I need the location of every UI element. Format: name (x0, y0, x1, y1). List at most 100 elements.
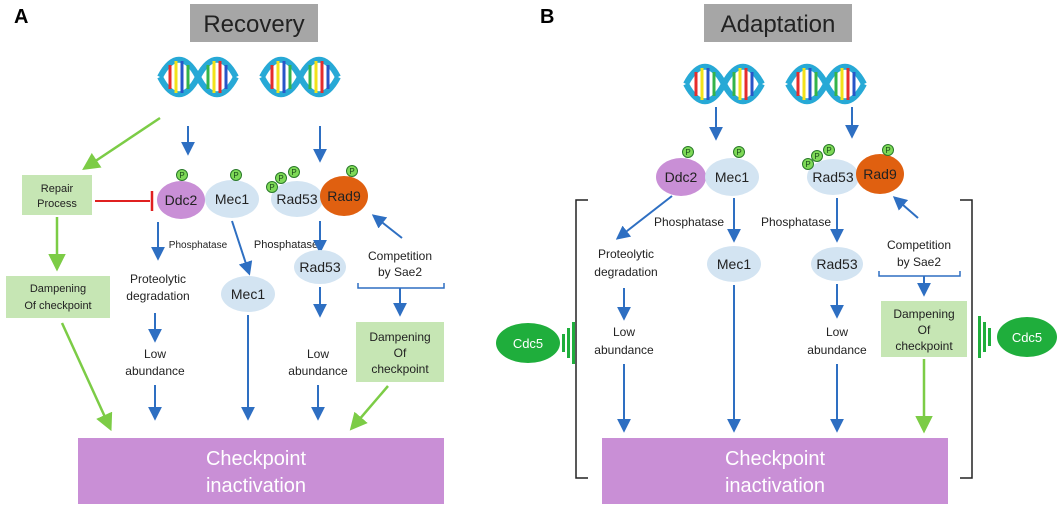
competition-label: Competition (368, 249, 432, 263)
phosphate-label: P (805, 160, 810, 169)
rad53-free-label: Rad53 (299, 259, 340, 275)
rad9-label: Rad9 (327, 188, 361, 204)
dampening-box-b (881, 301, 967, 357)
by-sae2-label: by Sae2 (378, 265, 422, 279)
mec1-label-b: Mec1 (715, 169, 749, 185)
dampening-left-label-2: Of checkpoint (24, 300, 91, 312)
low-label-b2: Low (826, 325, 848, 339)
panel-b-title: Adaptation (721, 11, 836, 38)
panel-a-title-box (190, 4, 318, 42)
phosphatase-label-a2: Phosphatase (254, 239, 318, 251)
rad53-label: Rad53 (276, 191, 317, 207)
phosphatase-label-a1: Phosphatase (169, 240, 228, 251)
dampening-label-b1: Dampening (893, 307, 954, 321)
cdc5-right-node (997, 317, 1057, 357)
checkpoint-label-b: Checkpoint (725, 448, 826, 470)
phosphate-label: P (291, 168, 296, 177)
ddc2-label-b: Ddc2 (665, 169, 698, 185)
mec1-label: Mec1 (215, 191, 249, 207)
phosphatase-label-b2: Phosphatase (761, 215, 831, 229)
rad9-node (320, 176, 368, 216)
phosphate-label: P (736, 148, 741, 157)
dampening-left-label-1: Dampening (30, 283, 86, 295)
mec1-free-label-b: Mec1 (717, 256, 751, 272)
phosphate-label: P (885, 146, 890, 155)
mec1-node (205, 180, 259, 218)
cdc5-right-label: Cdc5 (1012, 330, 1042, 345)
dna-helix-icon (262, 60, 338, 95)
ddc2-node (157, 181, 205, 219)
mec1-free-node-b (707, 246, 761, 282)
ddc2-node-b (656, 158, 706, 196)
dna-helix-icon (160, 60, 236, 95)
cdc5-inhibitor-icon (562, 322, 575, 364)
arrow-dampening-to-inactivation (60, 322, 113, 432)
abundance-label-2: abundance (288, 364, 348, 378)
dampening-right-box (356, 322, 444, 382)
bracket-left (575, 199, 588, 479)
abundance-label-1: abundance (125, 364, 185, 378)
abundance-label-b1: abundance (594, 343, 654, 357)
dampening-label-b2: Of (918, 323, 931, 337)
checkpoint-inactivation-box-a (78, 438, 444, 504)
sae2-bracket-b (878, 271, 961, 277)
mec1-free-node (221, 276, 275, 312)
mec1-node-b (705, 158, 759, 196)
phosphate-label: P (179, 171, 184, 180)
repair-process-box (22, 175, 92, 215)
cdc5-left-label: Cdc5 (513, 336, 543, 351)
inactivation-label-a: inactivation (206, 475, 306, 497)
cdc5-left-node (496, 323, 560, 363)
panel-b-letter: B (540, 6, 554, 28)
phosphate-label: P (826, 146, 831, 155)
by-sae2-label-b: by Sae2 (897, 255, 941, 269)
low-label-1: Low (144, 347, 166, 361)
repair-process-label-2: Process (37, 198, 77, 210)
arrow-dampening-right-to-inactivation (349, 385, 389, 431)
dna-helix-icon (686, 67, 762, 102)
rad53-label-b: Rad53 (812, 169, 853, 185)
low-label-b1: Low (613, 325, 635, 339)
rad53-free-label-b: Rad53 (816, 256, 857, 272)
dampening-right-label-3: checkpoint (371, 362, 429, 376)
bracket-right (960, 199, 973, 479)
phosphate-label: P (278, 174, 283, 183)
dampening-label-b3: checkpoint (895, 339, 953, 353)
phosphatase-label-b1: Phosphatase (654, 215, 724, 229)
proteolytic-label: Proteolytic (130, 272, 186, 286)
sae2-bracket (357, 283, 445, 289)
phosphate-label: P (349, 167, 354, 176)
phosphate-label: P (814, 152, 819, 161)
checkpoint-inactivation-box-b (602, 438, 948, 504)
abundance-label-b2: abundance (807, 343, 867, 357)
dampening-right-label-2: Of (394, 346, 407, 360)
ddc2-label: Ddc2 (165, 192, 198, 208)
proteolytic-label-b: Proteolytic (598, 247, 654, 261)
arrow-dna-to-repair (82, 116, 161, 170)
panel-a-title: Recovery (203, 11, 304, 38)
phosphate-label: P (269, 183, 274, 192)
competition-label-b: Competition (887, 238, 951, 252)
degradation-label: degradation (126, 289, 189, 303)
arrow-ddc2-to-degradation-b (615, 195, 673, 240)
dampening-left-box (6, 276, 110, 318)
panel-a-letter: A (14, 6, 28, 28)
arrow-competition-to-rad9 (371, 214, 403, 239)
rad53-free-node (294, 250, 346, 284)
rad9-label-b: Rad9 (863, 166, 897, 182)
dna-helix-icon (788, 67, 864, 102)
arrow-competition-to-rad9-b (892, 196, 919, 219)
phosphate-label: P (685, 148, 690, 157)
inactivation-label-b: inactivation (725, 475, 825, 497)
rad53-node (271, 181, 323, 217)
mec1-free-label: Mec1 (231, 286, 265, 302)
arrow-mec1-dephosphorylation (231, 220, 253, 276)
rad53-node-b (807, 159, 859, 195)
dampening-right-label-1: Dampening (369, 330, 430, 344)
repair-process-label-1: Repair (41, 183, 74, 195)
degradation-label-b: degradation (594, 265, 657, 279)
rad53-free-node-b (811, 247, 863, 281)
low-label-2: Low (307, 347, 329, 361)
